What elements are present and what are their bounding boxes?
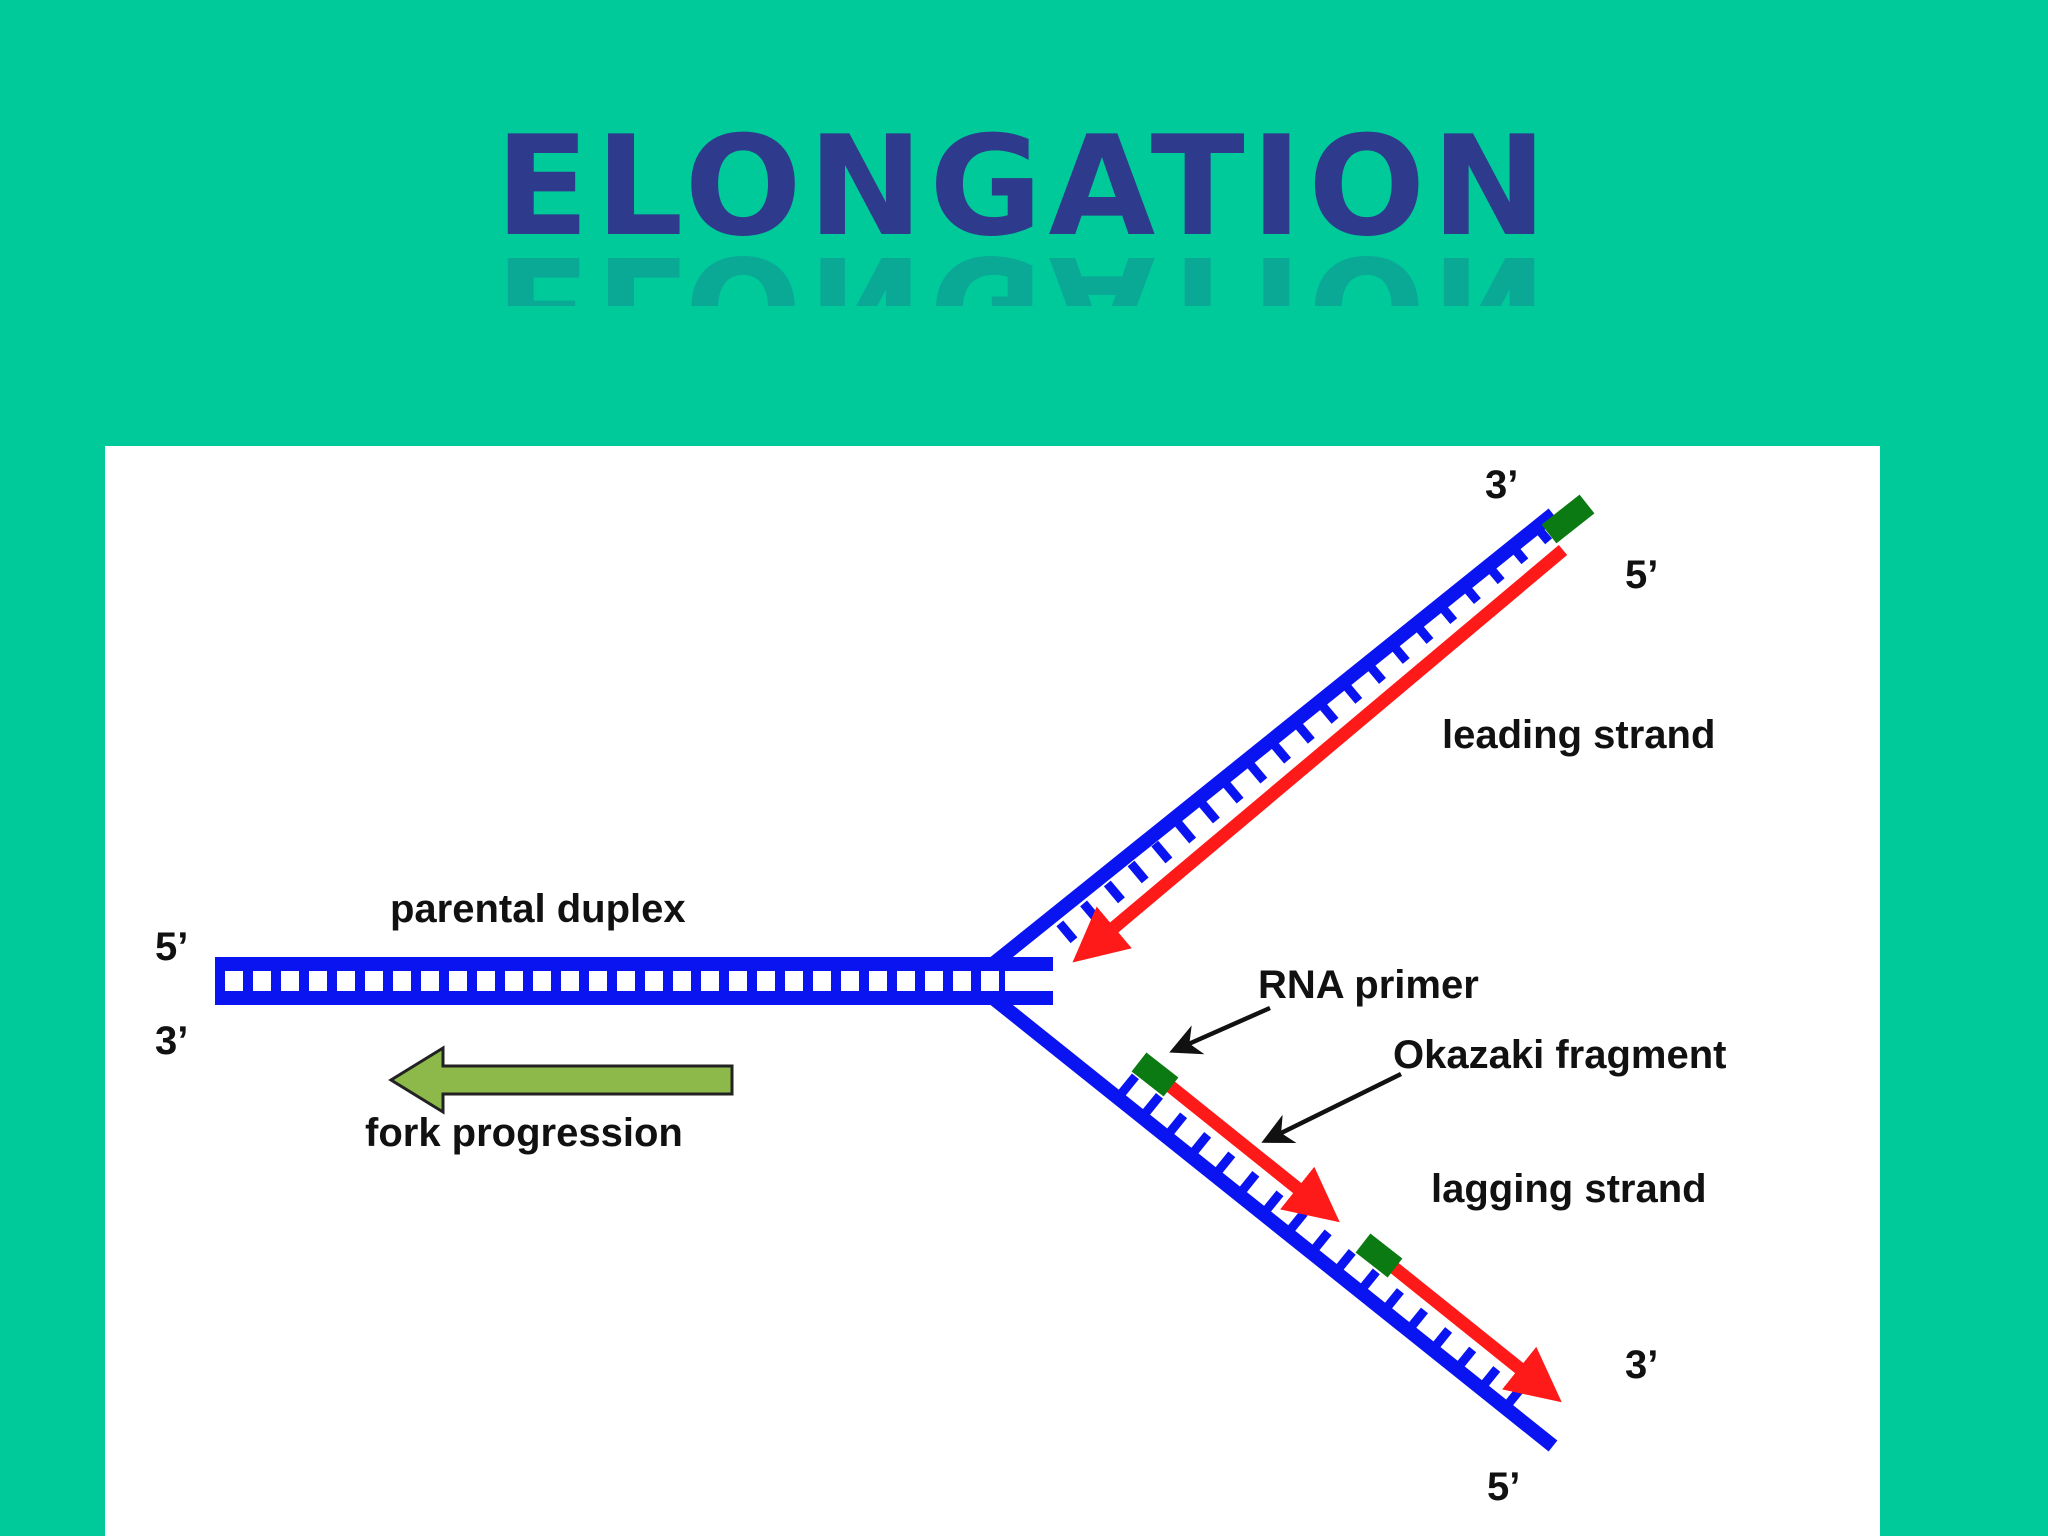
title-wrap: ELONGATION (0, 118, 2048, 256)
okazaki-fragment-label: Okazaki fragment (1393, 1033, 1726, 1077)
lagging-template-end-label: 5’ (1487, 1465, 1520, 1509)
okazaki-fragment-pointer (1261, 1071, 1402, 1143)
duplex-top-end-label: 5’ (155, 925, 188, 969)
rna-primer-lagging-2 (1355, 1233, 1403, 1278)
diagram-panel: parental duplex fork progression leading… (105, 446, 1880, 1536)
rna-primer-label: RNA primer (1258, 963, 1479, 1007)
title-reflection: ELONGATION (0, 236, 2048, 306)
parental-duplex-label: parental duplex (390, 887, 686, 931)
okazaki-fragment-2 (1372, 1248, 1562, 1403)
leading-template-end-label: 3’ (1485, 463, 1518, 507)
leading-strand-label: leading strand (1442, 713, 1715, 757)
lagging-new-end-label: 3’ (1625, 1343, 1658, 1387)
fork-progression-label: fork progression (365, 1111, 683, 1155)
rna-primer-lagging-1 (1131, 1052, 1179, 1097)
okazaki-fragment-1 (1150, 1068, 1340, 1223)
leading-strand-arm (988, 494, 1595, 970)
leading-new-end-label: 5’ (1625, 553, 1658, 597)
parental-duplex (215, 957, 1053, 1005)
replication-fork-diagram: parental duplex fork progression leading… (155, 463, 1726, 1509)
slide-title: ELONGATION (495, 106, 1553, 267)
rna-primer-leading (1541, 494, 1595, 544)
title-reflection-text: ELONGATION (495, 236, 1553, 306)
duplex-bottom-end-label: 3’ (155, 1019, 188, 1063)
lagging-strand-label: lagging strand (1431, 1167, 1707, 1211)
rna-primer-pointer (1169, 1005, 1271, 1055)
fork-progression-arrow (388, 1045, 734, 1115)
lagging-strand-arm (988, 992, 1562, 1452)
